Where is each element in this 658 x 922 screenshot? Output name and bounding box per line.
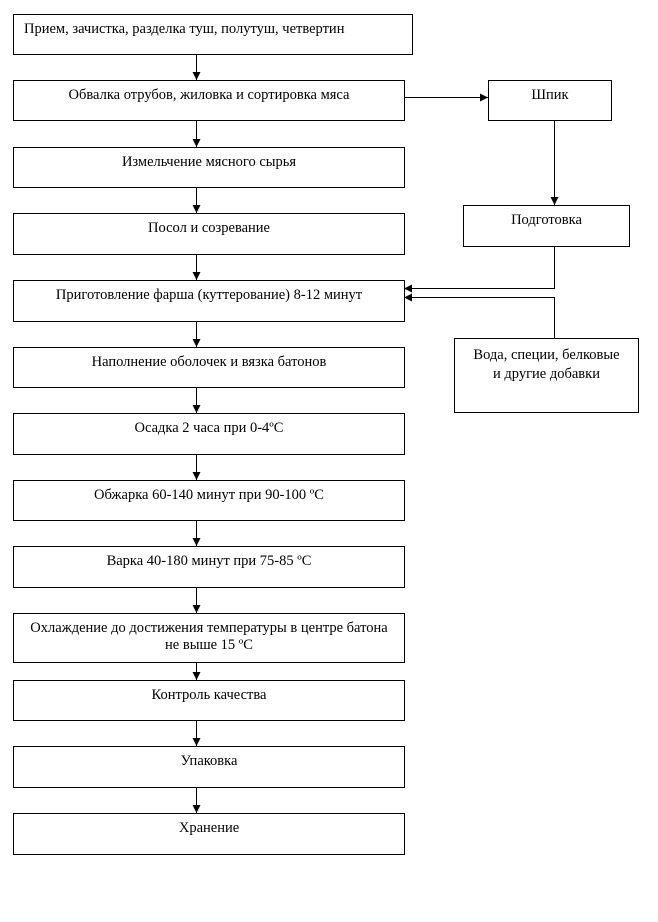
step-box-cooling: Охлаждение до достижения температуры в ц… [13, 613, 405, 663]
arrow-prep-to-mince [404, 247, 555, 293]
step-box-cooking: Варка 40-180 минут при 75-85 ºС [13, 546, 405, 588]
step-box-receiving: Прием, зачистка, разделка туш, полутуш, … [13, 14, 413, 55]
step-box-storage: Хранение [13, 813, 405, 855]
step-box-deboning: Обвалка отрубов, жиловка и сортировка мя… [13, 80, 405, 121]
step-box-packaging: Упаковка [13, 746, 405, 788]
side-box-fat: Шпик [488, 80, 612, 121]
step-box-quality-control: Контроль качества [13, 680, 405, 721]
step-box-roasting: Обжарка 60-140 минут при 90-100 ºС [13, 480, 405, 521]
step-box-settling: Осадка 2 часа при 0-4ºС [13, 413, 405, 455]
step-box-casing-filling: Наполнение оболочек и вязка батонов [13, 347, 405, 388]
side-box-preparation: Подготовка [463, 205, 630, 247]
step-box-grinding: Измельчение мясного сырья [13, 147, 405, 188]
step-box-mince-prep: Приготовление фарша (куттерование) 8-12 … [13, 280, 405, 322]
side-box-additives: Вода, специи, белковые и другие добавки [454, 338, 639, 413]
step-box-salting: Посол и созревание [13, 213, 405, 255]
arrow-additives-to-mince [404, 293, 555, 338]
